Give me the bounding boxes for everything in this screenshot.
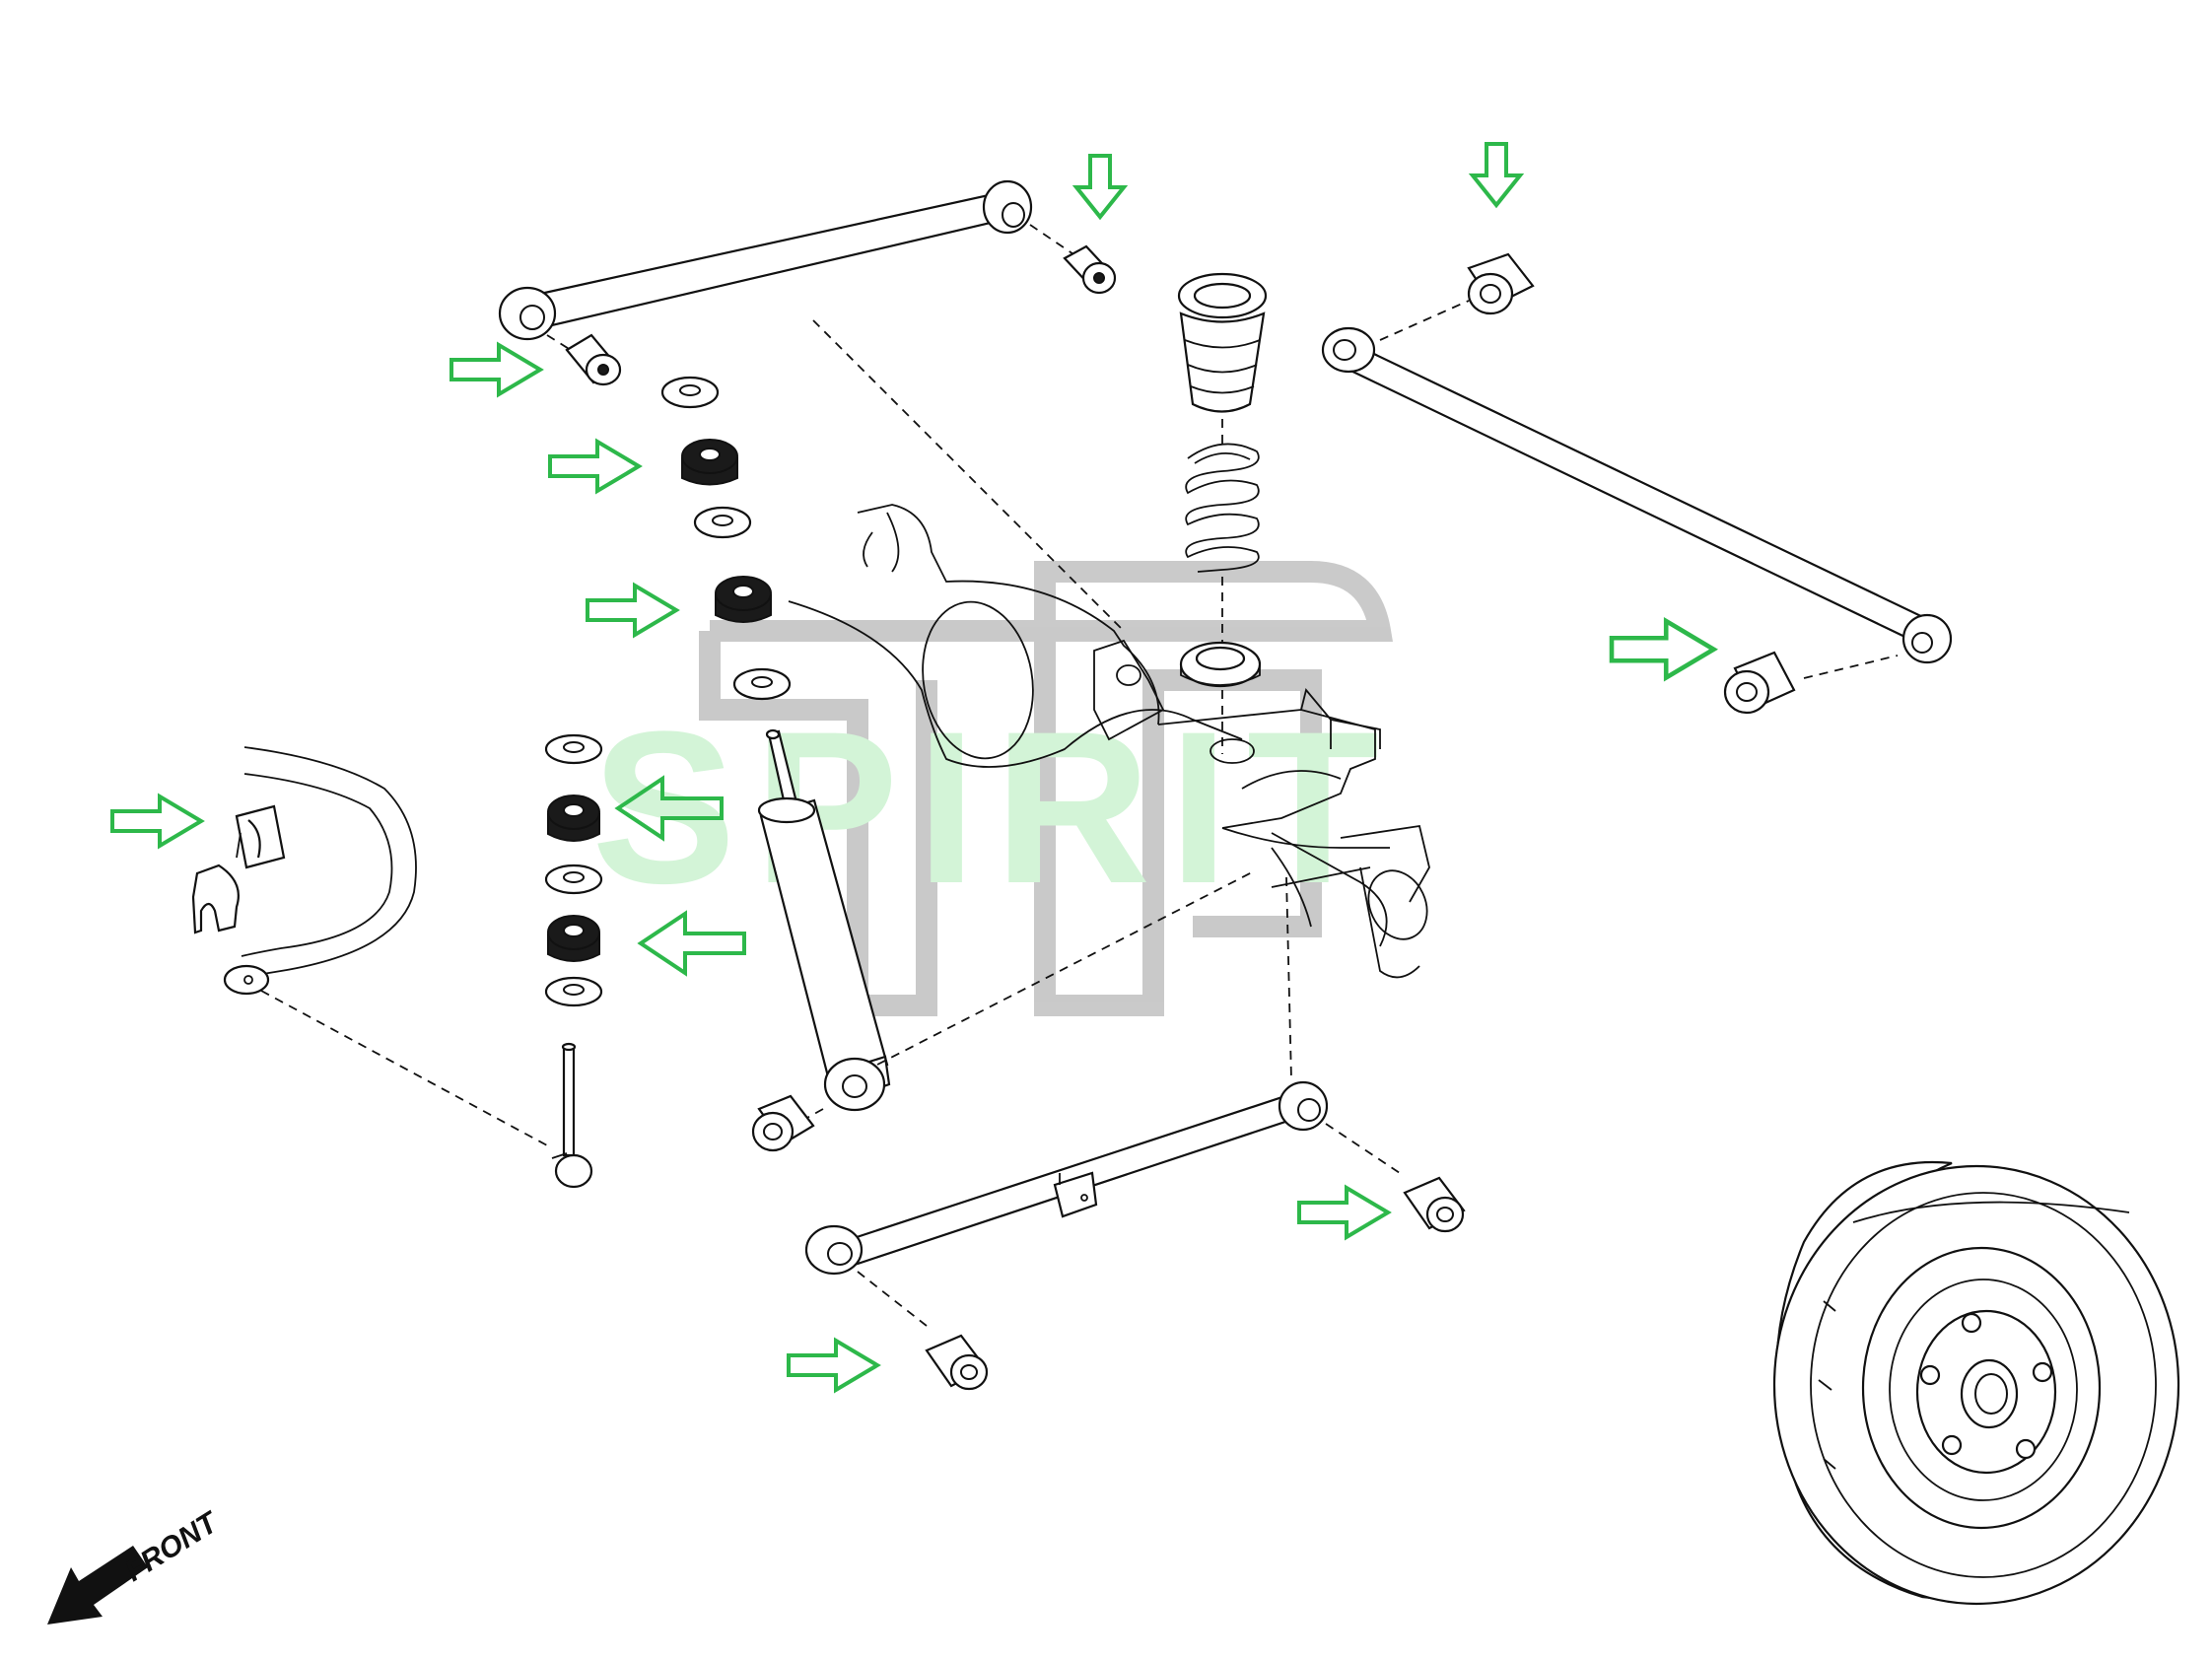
watermark-logo-shape-2 [699, 631, 937, 1016]
guide-line [1325, 1123, 1401, 1174]
link-bushing-2 [547, 915, 600, 962]
guide-line [857, 1271, 928, 1327]
callout-arrow-icon [586, 582, 680, 639]
spring-seat [1179, 641, 1262, 688]
upper-left-control-arm [498, 179, 1033, 341]
watermark-logo-shape [710, 561, 1393, 1016]
bump-stop [1177, 272, 1268, 413]
rear-axle-beam [788, 504, 1430, 979]
guide-line [1379, 300, 1470, 341]
callout-arrow-icon [637, 910, 746, 977]
guide-line [1029, 224, 1080, 259]
callout-arrow-icon [548, 438, 643, 495]
shock-top-washer-2 [693, 506, 752, 539]
bushing-lateral-rod-upper [1467, 252, 1535, 315]
stabilizer-bushing [235, 804, 286, 869]
callout-arrow-icon [614, 775, 724, 842]
stabilizer-clamp [191, 864, 240, 934]
shock-top-washer-3 [732, 667, 792, 701]
callout-arrow-icon [449, 341, 544, 398]
shock-top-washer-1 [660, 376, 720, 409]
lower-control-arm [804, 1080, 1329, 1276]
bushing-lower-arm-left [925, 1334, 989, 1391]
callout-arrow-icon [1468, 142, 1525, 209]
stabilizer-link-bolt [551, 1042, 593, 1189]
spirit-watermark: SPIRIT [591, 561, 1397, 1016]
wheel [1772, 1160, 2180, 1606]
callout-arrow-icon [1297, 1184, 1392, 1241]
upper-right-lateral-rod [1321, 326, 1953, 664]
guide-line [260, 990, 548, 1146]
coil-spring [1185, 443, 1260, 573]
guide-line [812, 319, 1125, 632]
link-bushing-1 [547, 795, 600, 842]
guide-line [1285, 876, 1292, 1080]
link-washer-3 [544, 976, 603, 1007]
front-direction-indicator: FRONT [47, 1505, 226, 1624]
guide-line [876, 871, 1253, 1066]
guide-line [1803, 655, 1899, 679]
link-washer-2 [544, 864, 603, 895]
bushing-upper-arm-right [1063, 244, 1117, 295]
bushing-upper-arm-left [565, 333, 622, 386]
link-washer-1 [544, 733, 603, 765]
bushing-lower-arm-right [1403, 1176, 1466, 1233]
watermark-text: SPIRIT [591, 686, 1397, 929]
shock-top-bushing-2 [715, 576, 772, 623]
callout-arrow-icon [1609, 616, 1718, 682]
shock-top-bushing-1 [681, 439, 738, 486]
callout-arrow-icon [110, 793, 205, 850]
bushing-shock-lower [751, 1094, 815, 1152]
front-label: FRONT [119, 1505, 225, 1588]
bushing-lateral-rod-lower [1723, 651, 1796, 715]
callout-arrow-icon [787, 1337, 881, 1394]
guide-line [795, 1108, 824, 1125]
callout-arrow-icon [1071, 154, 1129, 221]
front-direction-arrow-icon [47, 1546, 148, 1624]
shock-absorber [757, 728, 891, 1112]
stabilizer-bar [223, 746, 417, 996]
